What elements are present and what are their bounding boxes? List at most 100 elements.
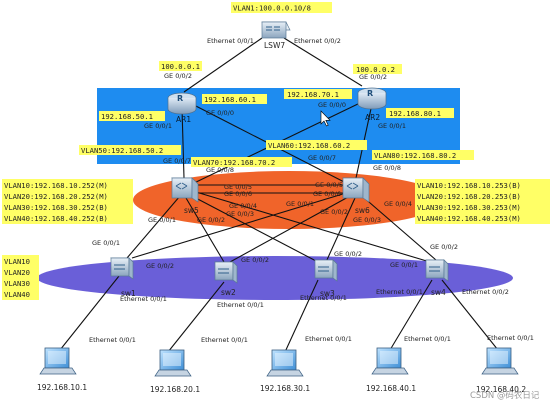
ar2-g01-box bbox=[386, 108, 454, 118]
sw2-label: sw2 bbox=[221, 288, 236, 297]
link-ar1-sw5 bbox=[181, 107, 185, 179]
port-sw6-ge005: GE 0/0/5 bbox=[315, 181, 343, 189]
pc5-computer-icon[interactable] bbox=[481, 347, 519, 375]
pc4-computer-icon[interactable] bbox=[371, 347, 409, 375]
link-sw6-sw1 bbox=[131, 192, 347, 259]
port-sw4-ge001: GE 0/0/1 bbox=[390, 261, 418, 269]
ar1-label: AR1 bbox=[176, 115, 191, 124]
ar2-g01-address: 192.168.80.1 bbox=[389, 109, 441, 118]
access-vlan30: VLAN30 bbox=[4, 279, 30, 288]
csdn-watermark: CSDN @码农日记 bbox=[470, 390, 540, 401]
port-sw5-ge006: GE 0/0/6 bbox=[224, 190, 252, 198]
link-lsw7-ar1 bbox=[183, 37, 263, 93]
port-sw1-e001: Ethernet 0/0/1 bbox=[120, 295, 167, 303]
pc4-ip-label: 192.168.40.1 bbox=[366, 384, 416, 393]
svg-text:R: R bbox=[367, 89, 373, 98]
ar1-uplink-box bbox=[159, 61, 202, 71]
link-sw3-pc3 bbox=[284, 279, 319, 353]
ar1-router-icon[interactable]: R bbox=[167, 92, 197, 115]
sw1-switch-icon[interactable] bbox=[110, 257, 134, 280]
sw6-switch-icon[interactable] bbox=[342, 177, 370, 203]
port-sw5-ge003: GE 0/0/3 bbox=[226, 210, 254, 218]
ar1-g01-box bbox=[99, 111, 165, 121]
port-ar1-ge001: GE 0/0/1 bbox=[144, 122, 172, 130]
link-lsw7-ar2 bbox=[283, 37, 363, 87]
ar1-g00-box bbox=[202, 94, 267, 104]
link-sw6-sw3 bbox=[325, 197, 356, 263]
sw5-switch-icon[interactable] bbox=[171, 177, 199, 203]
access-vlan40: VLAN40 bbox=[4, 290, 30, 299]
port-pc2-e001: Ethernet 0/0/1 bbox=[201, 336, 248, 344]
port-pc3-e001: Ethernet 0/0/1 bbox=[305, 335, 352, 343]
pc3-computer-icon[interactable] bbox=[266, 349, 304, 377]
sw5-vlan20: VLAN20:192.168.20.252(M) bbox=[4, 192, 108, 201]
port-sw1-ge001: GE 0/0/1 bbox=[92, 239, 120, 247]
port-ar2-ge002: GE 0/0/2 bbox=[359, 73, 387, 81]
port-pc5-e001: Ethernet 0/0/1 bbox=[487, 334, 534, 342]
port-ar2-ge000: GE 0/0/0 bbox=[318, 101, 346, 109]
pc2-computer-icon[interactable] bbox=[154, 349, 192, 377]
svg-text:R: R bbox=[177, 94, 183, 103]
port-sw5-ge007: GE 0/0/7 bbox=[163, 157, 191, 165]
ar2-router-icon[interactable]: R bbox=[357, 87, 387, 110]
port-sw3-ge002: GE 0/0/2 bbox=[334, 250, 362, 258]
port-ar1-ge000: GE 0/0/0 bbox=[206, 109, 234, 117]
port-sw6-ge008: GE 0/0/8 bbox=[373, 164, 401, 172]
port-sw2-e001: Ethernet 0/0/1 bbox=[217, 301, 264, 309]
pc3-ip-label: 192.168.30.1 bbox=[260, 384, 310, 393]
ar2-label: AR2 bbox=[365, 113, 380, 122]
port-sw6-ge007: GE 0/0/7 bbox=[308, 154, 336, 162]
pc1-computer-icon[interactable] bbox=[39, 347, 77, 375]
sw3-label: sw3 bbox=[320, 289, 335, 298]
ar2-g00-box bbox=[284, 89, 352, 99]
link-sw5-sw3 bbox=[191, 195, 319, 263]
port-sw6-ge001: GE 0/0/1 bbox=[286, 200, 314, 208]
sw6-vlan10: VLAN10:192.168.10.253(B) bbox=[417, 181, 521, 190]
sw4-switch-icon[interactable] bbox=[425, 259, 449, 282]
vlan70-address: VLAN70:192.168.70.2 bbox=[193, 158, 275, 167]
port-sw5-ge004: GE 0/0/4 bbox=[229, 202, 257, 210]
port-sw5-ge001: GE 0/0/1 bbox=[148, 216, 176, 224]
port-sw6-ge006: GE 0/0/6 bbox=[313, 190, 341, 198]
port-sw1-ge002: GE 0/0/2 bbox=[146, 262, 174, 270]
port-sw2-ge002: GE 0/0/2 bbox=[241, 256, 269, 264]
port-sw6-ge003: GE 0/0/3 bbox=[353, 216, 381, 224]
port-sw4-e002: Ethernet 0/0/2 bbox=[462, 288, 509, 296]
link-sw6-sw2 bbox=[229, 195, 351, 263]
link-sw6-sw4 bbox=[361, 195, 437, 261]
link-sw2-pc2 bbox=[167, 281, 225, 353]
sw2-switch-icon[interactable] bbox=[214, 261, 238, 284]
port-sw4-ge002: GE 0/0/2 bbox=[430, 243, 458, 251]
port-sw5-ge005: GE 0/0/5 bbox=[224, 183, 252, 191]
sw5-vlan10: VLAN10:192.168.10.252(M) bbox=[4, 181, 108, 190]
pc5-ip-label: 192.168.40.2 bbox=[476, 385, 526, 394]
pc2-ip-label: 192.168.20.1 bbox=[150, 385, 200, 394]
link-sw5-sw1 bbox=[126, 195, 181, 259]
port-sw6-ge002: GE 0/0/2 bbox=[320, 208, 348, 216]
vlan1-address-label: VLAN1:100.0.0.10/8 bbox=[233, 4, 311, 13]
ar1-uplink-address: 100.0.0.1 bbox=[161, 62, 200, 71]
vlan1-box bbox=[231, 2, 332, 13]
pc1-ip-label: 192.168.10.1 bbox=[37, 383, 87, 392]
sw6-vlan40: VLAN40:192.168.40.253(M) bbox=[417, 214, 521, 223]
port-sw5-ge008: GE 0/0/8 bbox=[206, 166, 234, 174]
sw3-switch-icon[interactable] bbox=[314, 259, 338, 282]
access-vlans-box bbox=[2, 255, 39, 300]
vlan80-address: VLAN80:192.168.80.2 bbox=[374, 151, 456, 160]
access-vlan10: VLAN10 bbox=[4, 257, 30, 266]
link-sw5-sw4 bbox=[195, 191, 431, 263]
port-ar1-ge002: GE 0/0/2 bbox=[164, 72, 192, 80]
sw6-vlan20: VLAN20:192.168.20.253(B) bbox=[417, 192, 521, 201]
access-vlan20: VLAN20 bbox=[4, 268, 30, 277]
port-sw4-e001: Ethernet 0/0/1 bbox=[376, 288, 423, 296]
ar2-uplink-box bbox=[353, 64, 402, 74]
ar1-g01-address: 192.168.50.1 bbox=[101, 112, 153, 121]
vlan50-box bbox=[79, 145, 181, 155]
port-sw3-e001: Ethernet 0/0/1 bbox=[300, 294, 347, 302]
link-sw4-pc5 bbox=[441, 279, 499, 351]
lsw7-switch-icon[interactable] bbox=[261, 21, 291, 39]
sw5-vlans-box bbox=[2, 179, 133, 224]
sw5-label: sw5 bbox=[184, 206, 199, 215]
links bbox=[59, 37, 499, 353]
